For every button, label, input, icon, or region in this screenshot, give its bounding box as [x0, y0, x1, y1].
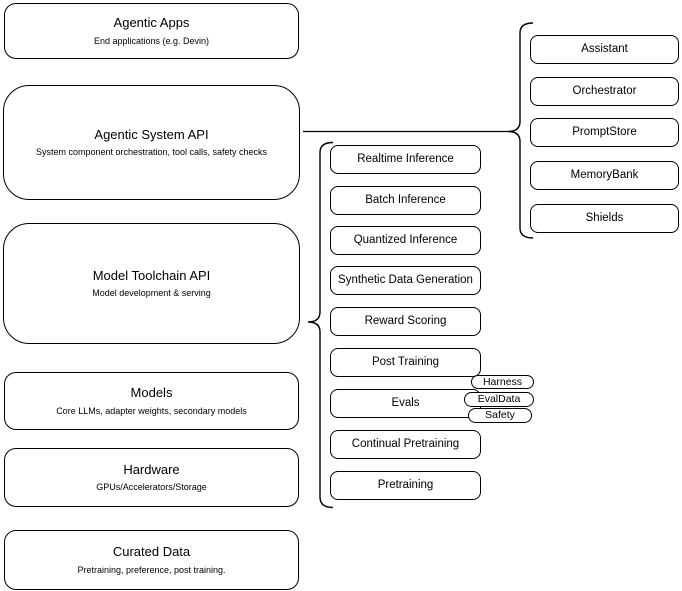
box-subtitle: Core LLMs, adapter weights, secondary mo… — [56, 405, 247, 416]
component-memorybank: MemoryBank — [530, 161, 679, 190]
toolchain-item-evals: Evals — [330, 389, 481, 418]
box-title: Model Toolchain API — [92, 267, 211, 283]
component-shields: Shields — [530, 204, 679, 233]
box-title: Models — [130, 385, 173, 401]
toolchain-item-synthetic-data-generation: Synthetic Data Generation — [330, 266, 481, 295]
eval-tag-safety: Safety — [468, 408, 532, 423]
box-subtitle: System component orchestration, tool cal… — [35, 147, 268, 158]
box-subtitle: End applications (e.g. Devin) — [93, 35, 210, 46]
curly-brace-middle — [307, 141, 334, 509]
component-assistant: Assistant — [530, 35, 679, 64]
eval-tag-evaldata: EvalData — [464, 392, 534, 407]
curly-brace-right — [507, 22, 534, 239]
toolchain-item-continual-pretraining: Continual Pretraining — [330, 430, 481, 459]
box-title: Agentic Apps — [113, 15, 190, 31]
box-curated-data: Curated Data Pretraining, preference, po… — [4, 530, 299, 590]
box-title: Agentic System API — [94, 126, 209, 142]
toolchain-item-quantized-inference: Quantized Inference — [330, 226, 481, 255]
box-agentic-system-api: Agentic System API System component orch… — [3, 85, 300, 200]
box-subtitle: Model development & serving — [92, 288, 211, 299]
toolchain-item-pretraining: Pretraining — [330, 471, 481, 500]
box-title: Hardware — [123, 461, 180, 477]
toolchain-item-realtime-inference: Realtime Inference — [330, 145, 481, 174]
toolchain-item-post-training: Post Training — [330, 348, 481, 377]
box-subtitle: GPUs/Accelerators/Storage — [96, 482, 207, 493]
box-title: Curated Data — [112, 544, 191, 560]
toolchain-item-batch-inference: Batch Inference — [330, 186, 481, 215]
toolchain-item-reward-scoring: Reward Scoring — [330, 307, 481, 336]
box-hardware: Hardware GPUs/Accelerators/Storage — [4, 448, 299, 507]
eval-tag-harness: Harness — [471, 375, 534, 389]
component-promptstore: PromptStore — [530, 118, 679, 147]
box-model-toolchain-api: Model Toolchain API Model development & … — [3, 223, 300, 344]
box-subtitle: Pretraining, preference, post training. — [77, 564, 226, 575]
component-orchestrator: Orchestrator — [530, 77, 679, 106]
box-agentic-apps: Agentic Apps End applications (e.g. Devi… — [4, 3, 299, 59]
box-models: Models Core LLMs, adapter weights, secon… — [4, 372, 299, 430]
